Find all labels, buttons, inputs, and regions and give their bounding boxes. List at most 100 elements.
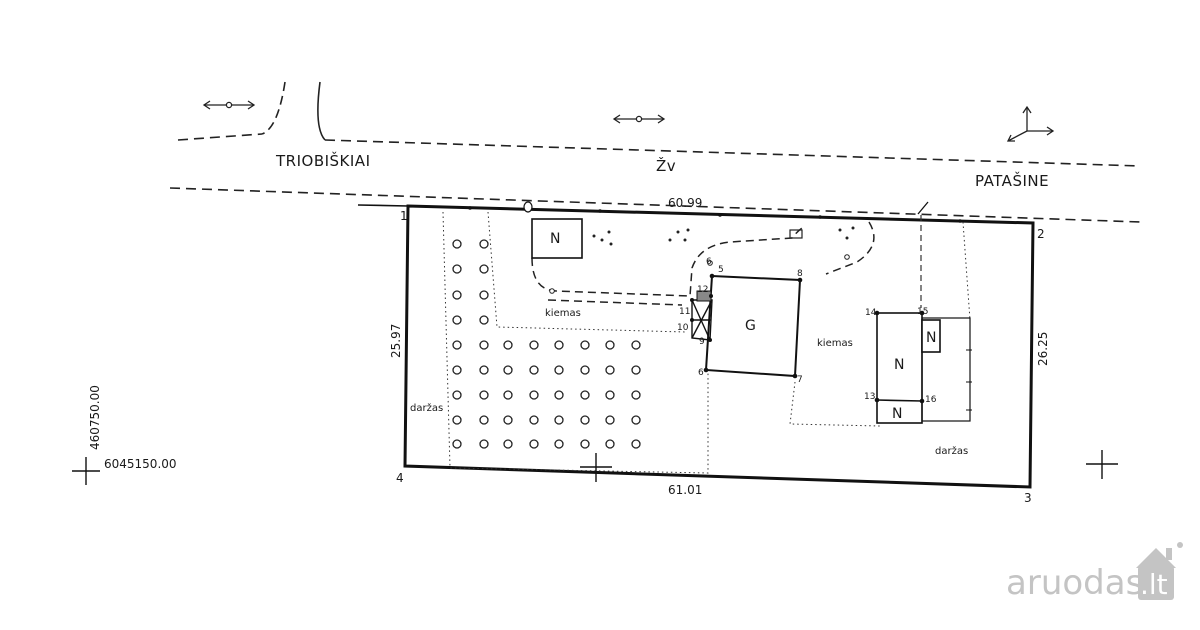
tree xyxy=(631,439,641,449)
point-label: 8 xyxy=(797,269,803,279)
traffic-arrow-left xyxy=(202,100,256,110)
road xyxy=(169,81,1141,223)
watermark-tld: .lt xyxy=(1140,568,1168,601)
driveway-marker xyxy=(549,288,555,294)
traffic-arrow-center xyxy=(612,114,666,124)
point-label: 15 xyxy=(917,307,928,317)
outbuilding-label: N xyxy=(550,231,560,247)
corner-label: 4 xyxy=(396,471,404,485)
tree xyxy=(580,415,590,425)
main-building-label: G xyxy=(745,318,756,334)
grid-cross-right xyxy=(1086,450,1118,479)
watermark-house-icon xyxy=(1138,566,1174,600)
tree xyxy=(452,264,462,274)
tree xyxy=(631,390,641,400)
zone-label-yard: kiemas xyxy=(545,308,581,319)
driveway xyxy=(531,221,875,306)
point-label: 6 xyxy=(698,368,704,378)
dimension-top: 60.99 xyxy=(668,196,702,210)
boundary-marker-7 xyxy=(917,201,929,215)
watermark-roof-icon xyxy=(1136,548,1176,568)
road-label-center: Žv xyxy=(656,156,676,175)
tree xyxy=(452,390,462,400)
boundary-extension xyxy=(357,204,409,207)
tree xyxy=(605,439,615,449)
side-yard-outline xyxy=(789,381,881,427)
tree xyxy=(605,340,615,350)
coordinate-vertical: 460750.00 xyxy=(88,385,102,450)
point-label: 7 xyxy=(797,375,803,385)
grid-cross-bottom xyxy=(580,453,612,482)
outbuilding-label: N xyxy=(892,406,902,422)
tree xyxy=(529,365,539,375)
tree xyxy=(605,365,615,375)
tree xyxy=(580,340,590,350)
tree xyxy=(503,390,513,400)
outbuilding-east xyxy=(876,312,923,424)
tree xyxy=(503,439,513,449)
tree xyxy=(479,439,489,449)
side-road-left-edge xyxy=(261,81,286,135)
tree xyxy=(529,415,539,425)
tree xyxy=(580,390,590,400)
zone-label-garden: daržas xyxy=(935,445,968,457)
point-label: 13 xyxy=(864,392,875,402)
tree xyxy=(605,415,615,425)
tree xyxy=(452,315,462,325)
road-edge-top-right xyxy=(324,139,1141,167)
boundary-well-marker xyxy=(523,201,533,213)
shrub-dots xyxy=(592,226,855,246)
tree xyxy=(479,415,489,425)
tree xyxy=(479,390,489,400)
tree xyxy=(503,340,513,350)
tree xyxy=(605,390,615,400)
boundary-tick-marks xyxy=(468,206,962,223)
annex-ticks xyxy=(966,349,972,411)
intersection-arrow xyxy=(1006,105,1055,142)
road-label-right: PATAŠINE xyxy=(975,171,1049,190)
tree xyxy=(452,239,462,249)
orchard-trees xyxy=(452,239,641,449)
tree xyxy=(503,415,513,425)
front-yard-outline xyxy=(487,211,687,333)
tree xyxy=(479,340,489,350)
survey-point-markers xyxy=(690,273,925,404)
road-label-left: TRIOBIŠKIAI xyxy=(275,151,371,170)
dimension-left: 25.97 xyxy=(389,324,403,358)
dimension-right: 26.25 xyxy=(1036,332,1050,366)
tree xyxy=(452,340,462,350)
tree xyxy=(529,439,539,449)
point-label: 11 xyxy=(679,307,690,317)
dimension-bottom: 61.01 xyxy=(668,483,702,497)
tree xyxy=(554,365,564,375)
side-road-right-edge xyxy=(317,81,326,141)
gate-marker xyxy=(789,229,803,239)
tree xyxy=(479,365,489,375)
road-edge-top-left xyxy=(177,133,263,141)
zone-label-yard: kiemas xyxy=(817,338,853,349)
tree xyxy=(503,365,513,375)
corner-label: 3 xyxy=(1024,491,1032,505)
tree xyxy=(631,415,641,425)
tree xyxy=(580,439,590,449)
zone-outlines xyxy=(442,211,971,474)
corner-label: 2 xyxy=(1037,227,1045,241)
outbuilding-north xyxy=(531,218,583,259)
driveway-marker xyxy=(844,254,850,260)
tree xyxy=(452,290,462,300)
tree xyxy=(479,315,489,325)
tree xyxy=(554,390,564,400)
aruodas-watermark: aruodas .lt xyxy=(1006,542,1183,603)
corner-label: 1 xyxy=(400,209,408,223)
point-label: 16 xyxy=(925,395,937,405)
tree xyxy=(452,365,462,375)
point-label: 12 xyxy=(697,285,708,295)
tree xyxy=(554,415,564,425)
coordinate-cross xyxy=(72,457,100,485)
tree xyxy=(580,365,590,375)
outbuilding-east-divider xyxy=(876,399,923,402)
point-label: 5 xyxy=(718,265,724,275)
point-label: 14 xyxy=(865,308,877,318)
